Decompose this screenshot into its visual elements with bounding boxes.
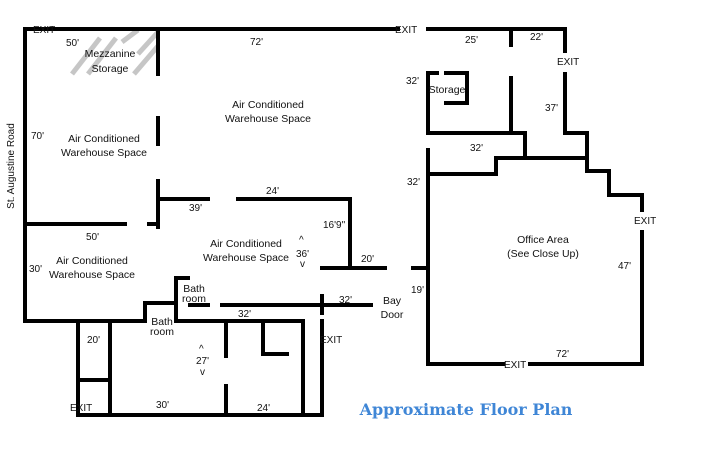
bath-2-label-1: Bath — [151, 316, 173, 328]
room-labels: Mezzanine Storage Air Conditioned Wareho… — [49, 48, 579, 338]
dim-36: 36' — [296, 249, 309, 260]
dim-39: 39' — [189, 203, 202, 214]
dim-30: 30' — [29, 264, 42, 275]
street-label: St. Augustine Road — [6, 123, 17, 209]
ac-upper-label-2: Warehouse Space — [225, 113, 311, 125]
bath-1-label-2: room — [182, 293, 206, 305]
dim-50-top: 50' — [66, 38, 79, 49]
dim-20-right: 20' — [361, 254, 374, 265]
exit-labels: EXIT EXIT EXIT EXIT EXIT EXIT EXIT — [33, 25, 656, 414]
dim-32-left: 32' — [407, 177, 420, 188]
office-label-1: Office Area — [517, 234, 569, 246]
ac-lower-left-label-2: Warehouse Space — [49, 269, 135, 281]
dim-27: 27' — [196, 356, 209, 367]
exit-right-office: EXIT — [634, 216, 656, 227]
arrow-down-27: v — [200, 367, 205, 378]
dim-19: 19' — [411, 285, 424, 296]
exit-bottom-office: EXIT — [504, 360, 526, 371]
bay-door-label-1: Bay — [383, 295, 402, 307]
dim-50-left: 50' — [86, 232, 99, 243]
storage-label: Storage — [429, 84, 466, 96]
dim-70: 70' — [31, 131, 44, 142]
dim-24-mid: 24' — [266, 186, 279, 197]
dim-37: 37' — [545, 103, 558, 114]
dim-72-bottom: 72' — [556, 349, 569, 360]
dimension-labels: 50' 72' 25' 22' 32' 37' 70' 32' 32' 39' … — [29, 32, 631, 414]
dim-25: 25' — [465, 35, 478, 46]
ac-left-label-1: Air Conditioned — [68, 133, 140, 145]
ac-center-label-1: Air Conditioned — [210, 238, 282, 250]
exit-top-mid: EXIT — [395, 25, 417, 36]
walls — [23, 27, 644, 417]
dim-30-bottom: 30' — [156, 400, 169, 411]
dim-32-storage: 32' — [406, 76, 419, 87]
exit-top-left: EXIT — [33, 25, 55, 36]
dim-32-bath: 32' — [238, 309, 251, 320]
mezzanine-hatching — [70, 28, 160, 76]
dim-47: 47' — [618, 261, 631, 272]
mezzanine-label-1: Mezzanine — [85, 48, 136, 60]
dim-24-bottom: 24' — [257, 403, 270, 414]
dim-20-left: 20' — [87, 335, 100, 346]
dim-32-mid: 32' — [470, 143, 483, 154]
dim-16-9: 16'9" — [323, 220, 346, 231]
bath-1-label-1: Bath — [183, 283, 205, 295]
dim-72-top: 72' — [250, 37, 263, 48]
arrow-up-36: ^ — [299, 235, 304, 246]
dim-32-bay: 32' — [339, 295, 352, 306]
plan-title: Approximate Floor Plan — [359, 400, 573, 419]
exit-right-upper: EXIT — [557, 57, 579, 68]
bath-2-label-2: room — [150, 326, 174, 338]
mezzanine-label-2: Storage — [92, 63, 129, 75]
ac-lower-left-label-1: Air Conditioned — [56, 255, 128, 267]
ac-left-label-2: Warehouse Space — [61, 147, 147, 159]
dim-22: 22' — [530, 32, 543, 43]
exit-bottom-left: EXIT — [70, 403, 92, 414]
ac-upper-label-1: Air Conditioned — [232, 99, 304, 111]
arrow-down-36: v — [300, 259, 305, 270]
arrow-up-27: ^ — [199, 344, 204, 355]
exit-center: EXIT — [320, 335, 342, 346]
bay-door-label-2: Door — [381, 309, 404, 321]
ac-center-label-2: Warehouse Space — [203, 252, 289, 264]
office-label-2: (See Close Up) — [507, 248, 579, 260]
